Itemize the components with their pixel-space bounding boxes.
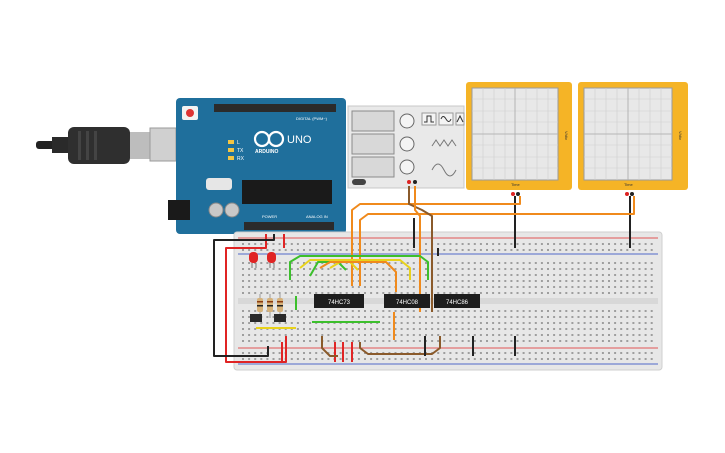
fg-terminal[interactable]	[413, 180, 417, 184]
scope-time-label: Time	[624, 182, 634, 187]
fg-terminal[interactable]	[407, 180, 411, 184]
capacitor	[224, 202, 240, 218]
wire-orange	[319, 261, 397, 292]
arduino-infinity-logo-icon	[253, 130, 285, 148]
fg-knob[interactable]	[399, 113, 415, 129]
power-jack[interactable]	[168, 200, 190, 220]
breadboard-holes	[242, 243, 653, 360]
led-red-1[interactable]	[249, 252, 258, 268]
scope-terminal[interactable]	[625, 192, 629, 196]
led-l-light	[228, 140, 234, 144]
crystal	[206, 178, 232, 190]
wire-brown	[408, 186, 433, 312]
arduino-model: UNO	[287, 134, 312, 146]
led-red-2[interactable]	[267, 252, 276, 268]
capacitor	[208, 202, 224, 218]
wire-green	[309, 261, 347, 277]
fg-display	[351, 156, 395, 178]
power-label: POWER	[262, 214, 277, 219]
scope-vdiv-label: V/div	[564, 131, 569, 140]
wire-yellow	[299, 259, 411, 280]
slide-switch[interactable]	[274, 314, 286, 322]
chip-74hc08[interactable]: 74HC08	[384, 294, 430, 308]
wire-black	[213, 234, 275, 357]
scope-terminal[interactable]	[630, 192, 634, 196]
digital-label: DIGITAL (PWM~)	[296, 116, 328, 121]
wave-preview-icon	[431, 139, 457, 147]
fg-display	[351, 133, 395, 155]
fg-knob[interactable]	[399, 159, 415, 175]
chip-74hc86[interactable]: 74HC86	[434, 294, 480, 308]
arduino-board[interactable]: L TX RX UNO ARDUINO DIGITAL (PWM~) POWER…	[168, 98, 346, 234]
function-generator[interactable]	[347, 105, 465, 189]
wire-green	[289, 255, 429, 280]
square-wave-icon[interactable]	[421, 112, 437, 126]
chip-label: 74HC86	[446, 300, 469, 306]
scope-time-label: Time	[511, 182, 521, 187]
digital-header	[214, 104, 336, 112]
wires[interactable]	[213, 186, 635, 363]
wire-red	[225, 234, 287, 363]
wire-brown	[359, 336, 441, 355]
analog-label: ANALOG IN	[306, 214, 328, 219]
usb-cable[interactable]	[36, 127, 177, 164]
fg-display	[351, 110, 395, 132]
led-tx-label: TX	[237, 148, 244, 154]
oscilloscope-2[interactable]: Time V/div	[578, 82, 688, 196]
chip-74hc73[interactable]: 74HC73	[314, 294, 364, 308]
oscilloscope-1[interactable]: Time V/div	[466, 82, 572, 196]
scope-terminal[interactable]	[511, 192, 515, 196]
chip-label: 74HC73	[328, 300, 351, 306]
led-l-label: L	[237, 140, 240, 146]
triangle-wave-icon[interactable]	[455, 112, 465, 126]
wire-orange	[414, 186, 421, 312]
scope-terminal[interactable]	[516, 192, 520, 196]
led-rx-light	[228, 156, 234, 160]
atmega-chip	[242, 180, 332, 204]
slide-switch[interactable]	[250, 314, 262, 322]
led-tx-light	[228, 148, 234, 152]
arduino-brand: ARDUINO	[255, 149, 278, 155]
chip-label: 74HC08	[396, 300, 419, 306]
fg-power-switch[interactable]	[352, 179, 366, 185]
wire-orange	[359, 196, 635, 286]
wire-brown	[321, 336, 338, 357]
resistor[interactable]	[267, 294, 273, 318]
wire-orange	[351, 196, 521, 286]
fg-knob[interactable]	[399, 136, 415, 152]
scope-vdiv-label: V/div	[678, 131, 683, 140]
power-analog-header	[244, 222, 334, 230]
led-rx-label: RX	[237, 156, 245, 162]
wave-preview-icon	[431, 163, 457, 177]
